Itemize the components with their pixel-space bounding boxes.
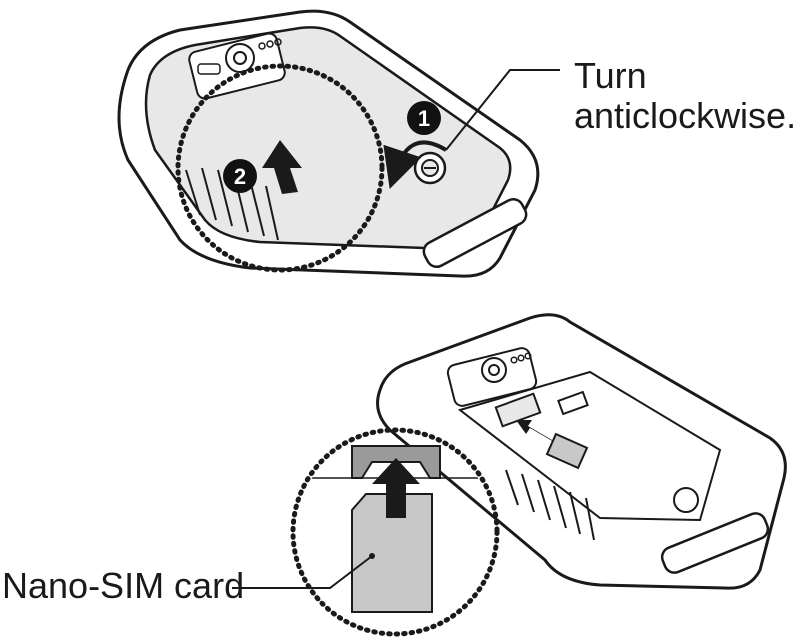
step-two-number: 2 [234, 164, 246, 189]
step-two-badge: 2 [223, 159, 257, 193]
step-one-badge: 1 [407, 101, 441, 135]
locking-screw [415, 153, 445, 183]
turn-label-line1: Turn [574, 56, 796, 96]
phone-bottom-illustration [232, 315, 785, 634]
phone-top-illustration: 1 2 [119, 11, 560, 276]
turn-label-line2: anticlockwise. [574, 96, 796, 136]
screw-bottom [674, 488, 698, 512]
turn-anticlockwise-label: Turn anticlockwise. [574, 56, 796, 136]
step-one-number: 1 [418, 106, 430, 131]
nano-sim-card-label: Nano-SIM card [2, 566, 244, 606]
